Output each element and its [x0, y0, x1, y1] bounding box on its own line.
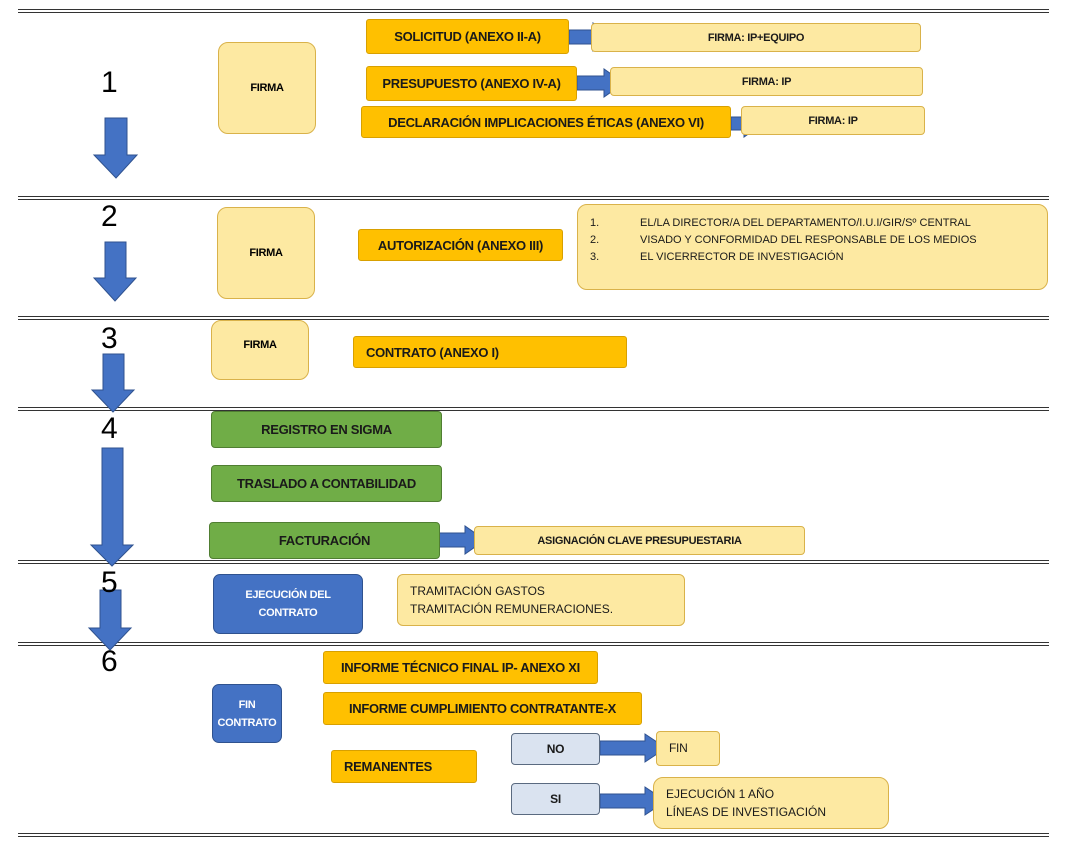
separator-top [18, 9, 1049, 13]
separator-5-6 [18, 642, 1049, 646]
step2-autorizacion: AUTORIZACIÓN (ANEXO III) [358, 229, 563, 261]
step-number-4: 4 [101, 412, 118, 445]
step6-no: NO [511, 733, 600, 765]
tramitacion-remuneraciones: TRAMITACIÓN REMUNERACIONES. [410, 602, 614, 616]
separator-2-3 [18, 316, 1049, 320]
signer-item-1: 1.EL/LA DIRECTOR/A DEL DEPARTAMENTO/I.U.… [590, 217, 971, 229]
down-arrow-2 [92, 241, 138, 302]
step3-firma: FIRMA [211, 320, 309, 380]
step-number-3: 3 [101, 322, 118, 355]
si-result-line1: EJECUCIÓN 1 AÑO [666, 787, 775, 801]
fin-line2: CONTRATO [217, 716, 277, 729]
step1-presupuesto-firma: FIRMA: IP [610, 67, 923, 96]
step6-remanentes: REMANENTES [331, 750, 477, 783]
step-number-1: 1 [101, 66, 118, 99]
separator-1-2 [18, 196, 1049, 200]
step6-informe-tecnico: INFORME TÉCNICO FINAL IP- ANEXO XI [323, 651, 598, 684]
down-arrow-4 [89, 447, 135, 567]
step1-declaracion: DECLARACIÓN IMPLICACIONES ÉTICAS (ANEXO … [361, 106, 731, 138]
signer-item-2: 2.VISADO Y CONFORMIDAD DEL RESPONSABLE D… [590, 234, 977, 246]
separator-4-5 [18, 560, 1049, 564]
step4-asignacion-clave: ASIGNACIÓN CLAVE PRESUPUESTARIA [474, 526, 805, 555]
step4-registro-sigma: REGISTRO EN SIGMA [211, 411, 442, 448]
step5-ejecucion-contrato: EJECUCIÓN DEL CONTRATO [213, 574, 363, 634]
si-result-line2: LÍNEAS DE INVESTIGACIÓN [666, 805, 827, 819]
step6-si-result: EJECUCIÓN 1 AÑO LÍNEAS DE INVESTIGACIÓN [653, 777, 889, 829]
step3-contrato: CONTRATO (ANEXO I) [353, 336, 627, 368]
step-number-2: 2 [101, 200, 118, 233]
ejecucion-line2: CONTRATO [258, 607, 318, 619]
step4-traslado-contabilidad: TRASLADO A CONTABILIDAD [211, 465, 442, 502]
step2-firma: FIRMA [217, 207, 315, 299]
down-arrow-5 [87, 589, 133, 651]
step1-presupuesto: PRESUPUESTO (ANEXO IV-A) [366, 66, 577, 101]
signer-item-3: 3.EL VICERRECTOR DE INVESTIGACIÓN [590, 251, 844, 263]
separator-3-4 [18, 407, 1049, 411]
step1-declaracion-firma: FIRMA: IP [741, 106, 925, 135]
right-arrow-no [599, 733, 667, 763]
ejecucion-line1: EJECUCIÓN DEL [245, 589, 331, 601]
separator-bottom [18, 833, 1049, 837]
down-arrow-1 [92, 117, 139, 179]
step5-tramitacion: TRAMITACIÓN GASTOS TRAMITACIÓN REMUNERAC… [397, 574, 685, 626]
step1-firma: FIRMA [218, 42, 316, 134]
step6-informe-cumplimiento: INFORME CUMPLIMIENTO CONTRATANTE-X [323, 692, 642, 725]
tramitacion-gastos: TRAMITACIÓN GASTOS [410, 584, 545, 598]
fin-line1: FIN [238, 698, 256, 711]
step-number-6: 6 [101, 645, 118, 678]
step4-facturacion: FACTURACIÓN [209, 522, 440, 559]
step6-fin: FIN [656, 731, 720, 766]
step6-fin-contrato: FIN CONTRATO [212, 684, 282, 743]
down-arrow-3 [90, 353, 136, 413]
step1-solicitud: SOLICITUD (ANEXO II-A) [366, 19, 569, 54]
step1-solicitud-firma: FIRMA: IP+EQUIPO [591, 23, 921, 52]
step-number-5: 5 [101, 566, 118, 599]
step2-signers-list: 1.EL/LA DIRECTOR/A DEL DEPARTAMENTO/I.U.… [577, 204, 1048, 290]
step6-si: SI [511, 783, 600, 815]
